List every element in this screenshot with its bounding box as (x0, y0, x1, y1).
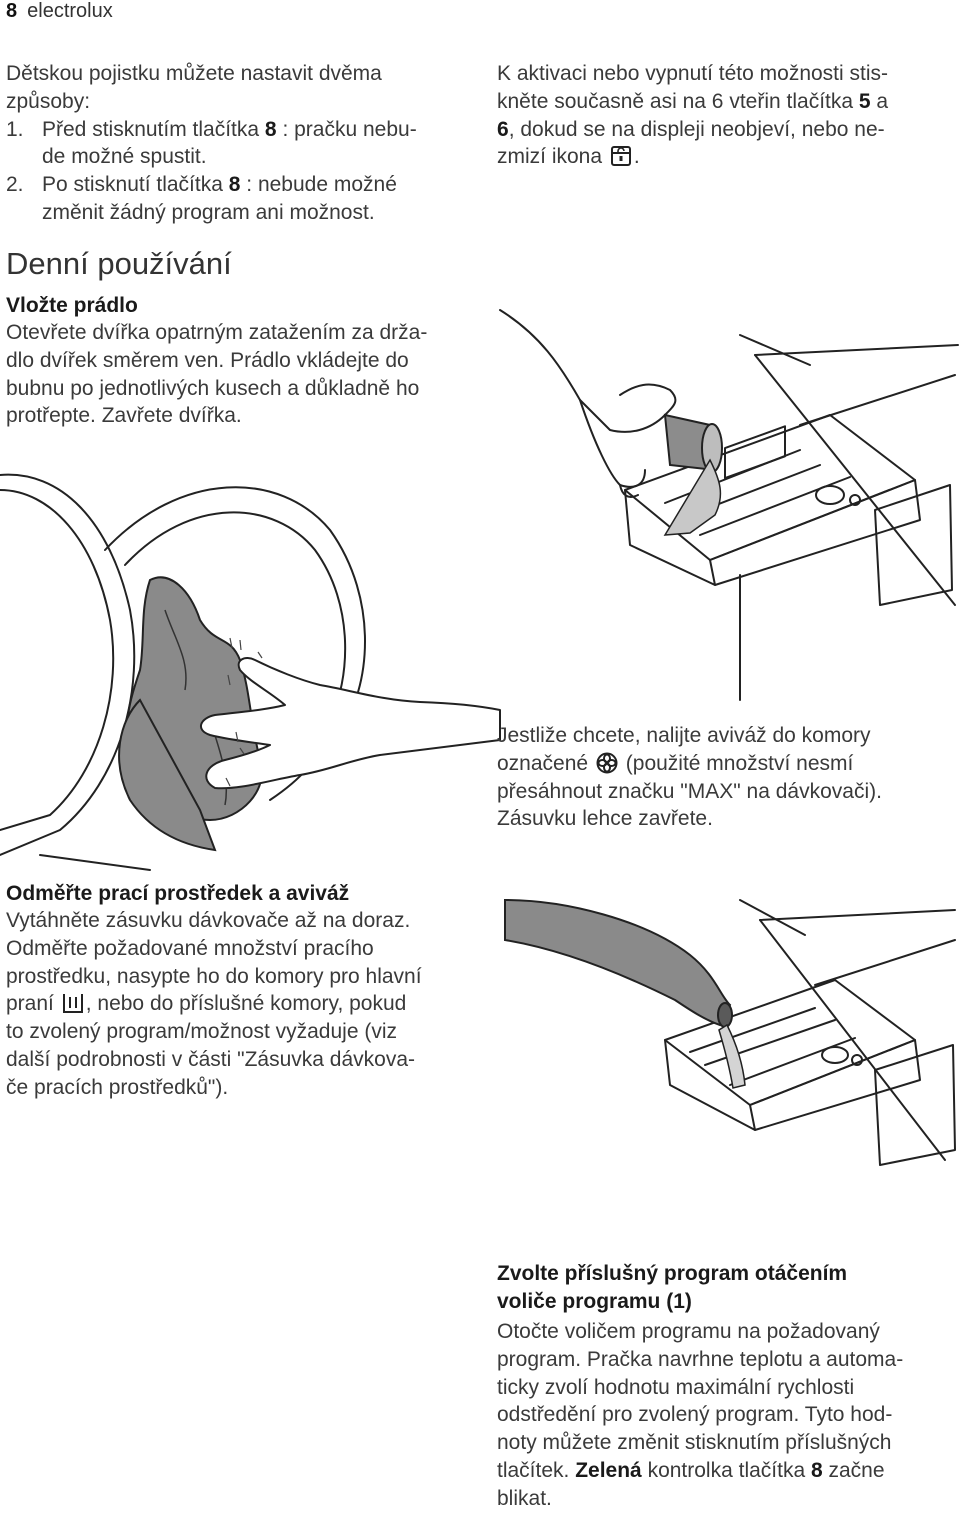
subheading-select-program: Zvolte příslušný program otáčením voliče… (497, 1262, 848, 1313)
measure-detergent-text: Vytáhněte zásuvku dávkovače až na doraz.… (6, 909, 422, 1099)
child-lock-icon (610, 145, 632, 167)
select-program-text: Otočte voličem programu na požadovaný pr… (497, 1320, 904, 1510)
child-lock-option-1: 1.Před stisknutím tlačítka 8 : pračku ne… (6, 117, 417, 141)
child-lock-intro: Dětskou pojistku můžete nastavit dvěma z… (6, 60, 476, 227)
illustration-load-drum (0, 460, 500, 870)
child-lock-activation-text: K aktivaci nebo vypnutí této možnosti st… (497, 62, 889, 169)
brand-name: electrolux (27, 0, 113, 22)
child-lock-option-2: 2.Po stisknutí tlačítka 8 : nebude možné (6, 173, 397, 197)
load-laundry-text: Otevřete dvířka opatrným zatažením za dr… (6, 321, 428, 428)
subheading-measure-detergent: Odměřte prací prostředek a aviváž (6, 882, 350, 905)
softener-text: Jestliže chcete, nalijte aviváž do komor… (497, 724, 882, 831)
subheading-load-laundry: Vložte prádlo (6, 294, 138, 317)
illustration-softener-bottle (505, 880, 960, 1200)
softener-flower-icon (596, 752, 618, 774)
section-heading-daily-use: Denní používání (6, 246, 232, 281)
illustration-detergent-cup (500, 305, 958, 700)
page-header: 8 electrolux (6, 0, 113, 23)
main-wash-compartment-icon (62, 992, 84, 1014)
page-number: 8 (6, 0, 18, 22)
